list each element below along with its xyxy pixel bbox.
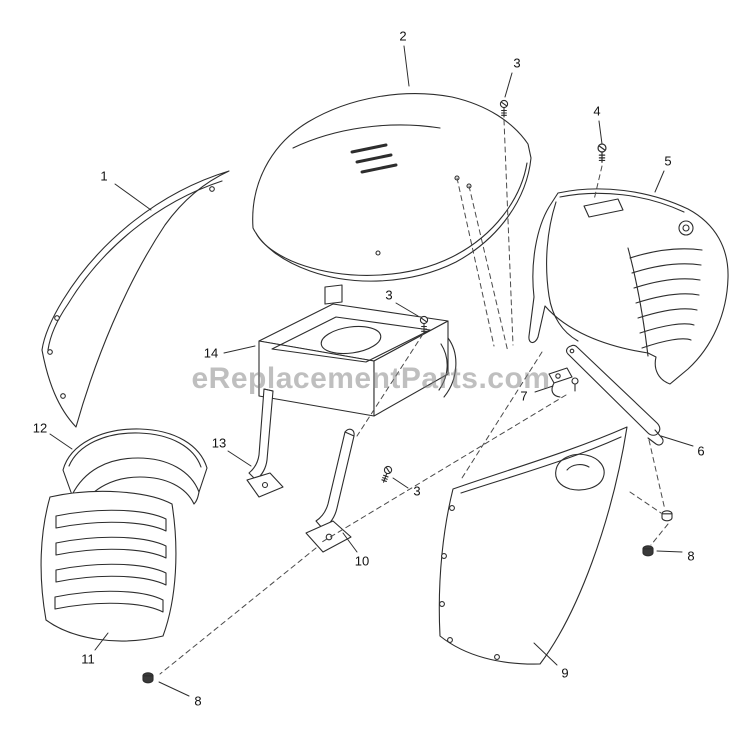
- leader-line-1: [114, 183, 152, 211]
- callout-leader-lines: [49, 45, 694, 697]
- callout-1: 1: [100, 168, 108, 184]
- leader-line-3: [504, 72, 513, 98]
- leader-line-10: [342, 532, 358, 553]
- part-13-left-support-strap: [246, 388, 284, 498]
- part-10-center-support-bracket: [305, 428, 355, 553]
- leader-line-9: [533, 642, 558, 666]
- callout-5: 5: [664, 153, 672, 169]
- leader-line-7: [534, 385, 554, 393]
- nut-8-left-icon: [142, 672, 154, 684]
- leader-line-2: [403, 45, 410, 87]
- callout-13: 13: [211, 435, 227, 451]
- part-5-front-cowl: [528, 188, 729, 385]
- callout-3: 3: [413, 483, 421, 499]
- part-9-right-side-panel: [438, 426, 628, 665]
- screw-4-icon: [597, 143, 607, 163]
- leader-line-5: [654, 170, 665, 193]
- nut-8-lower-icon: [642, 545, 654, 557]
- callout-11: 11: [81, 651, 95, 667]
- callout-9: 9: [561, 665, 569, 681]
- callout-14: 14: [203, 345, 219, 361]
- screw-3-middle-icon: [419, 315, 429, 334]
- leader-line-8: [158, 681, 190, 697]
- part-14-battery-support-box: [258, 284, 457, 417]
- part-2-hood-top: [252, 93, 532, 282]
- part-7-latch-bracket: [548, 367, 579, 398]
- leader-line-6: [660, 435, 694, 447]
- callout-3: 3: [385, 287, 393, 303]
- screw-3-top-icon: [499, 99, 509, 118]
- callout-2: 2: [399, 28, 407, 44]
- leader-line-11: [94, 632, 109, 651]
- leader-line-3: [392, 477, 409, 489]
- leader-line-12: [49, 433, 73, 450]
- nut-8-upper-icon: [661, 510, 673, 522]
- screw-3-lower-icon: [381, 465, 393, 483]
- part-6-support-rod: [566, 344, 664, 446]
- leader-line-8: [656, 550, 683, 553]
- callout-8: 8: [194, 693, 202, 709]
- callout-10: 10: [354, 553, 370, 569]
- callout-8: 8: [687, 548, 695, 564]
- leader-line-14: [223, 345, 256, 354]
- callout-4: 4: [593, 103, 601, 119]
- callout-3: 3: [513, 55, 521, 71]
- leader-line-3: [395, 302, 419, 317]
- assembly-dashed-lines: [159, 119, 669, 675]
- callout-12: 12: [32, 420, 48, 436]
- callout-6: 6: [697, 443, 705, 459]
- part-11-grille: [40, 490, 177, 642]
- leader-line-4: [598, 120, 603, 145]
- callout-7: 7: [520, 388, 528, 404]
- part-1-left-hood-panel: [41, 170, 230, 428]
- leader-line-13: [227, 450, 252, 467]
